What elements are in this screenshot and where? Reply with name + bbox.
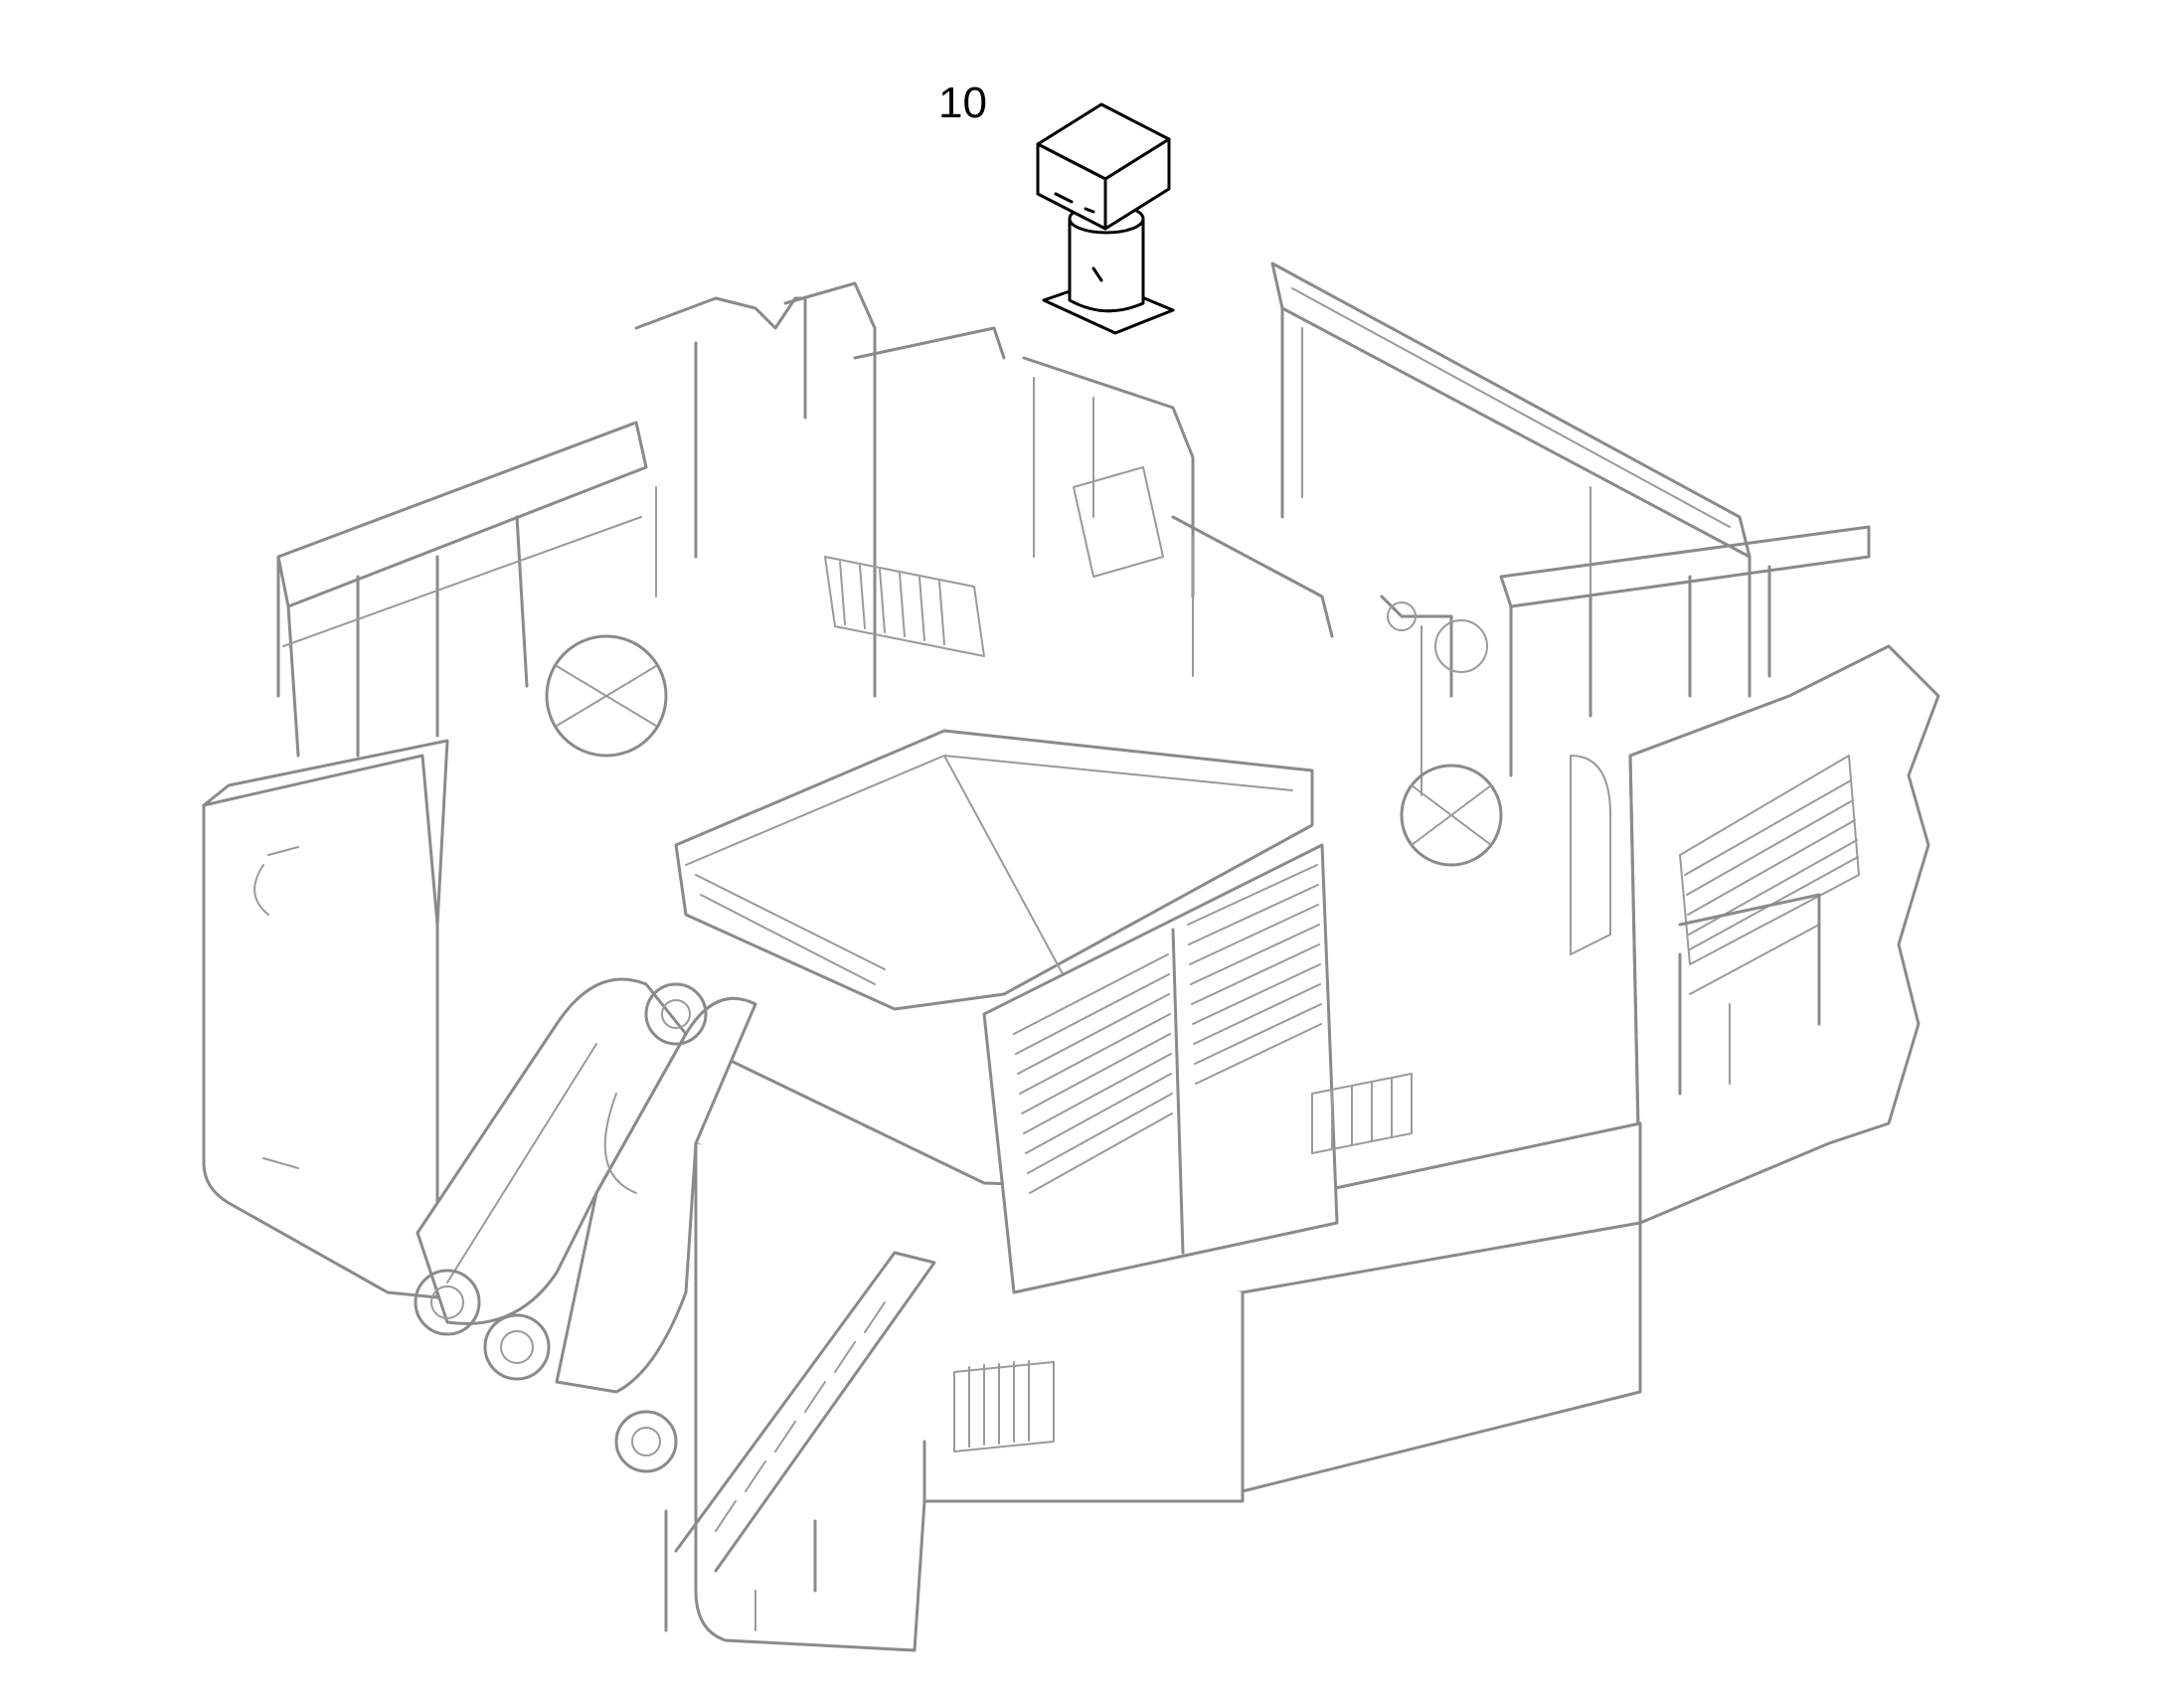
right-housing bbox=[1570, 644, 1940, 1225]
engine-hood bbox=[674, 729, 1339, 1294]
left-housing bbox=[202, 739, 449, 1299]
stairway bbox=[664, 1251, 936, 1632]
front-platforms bbox=[953, 1073, 1413, 1452]
center-railings bbox=[783, 281, 1453, 796]
rear-frame bbox=[1270, 261, 1752, 698]
left-railings bbox=[276, 296, 807, 758]
right-railings bbox=[1499, 525, 1871, 1096]
callout-label-10: 10 bbox=[938, 79, 987, 127]
component-10 bbox=[1036, 102, 1175, 335]
boom-arms bbox=[414, 977, 757, 1473]
callout-leader bbox=[1091, 266, 1103, 282]
internal-machinery bbox=[545, 466, 1503, 867]
